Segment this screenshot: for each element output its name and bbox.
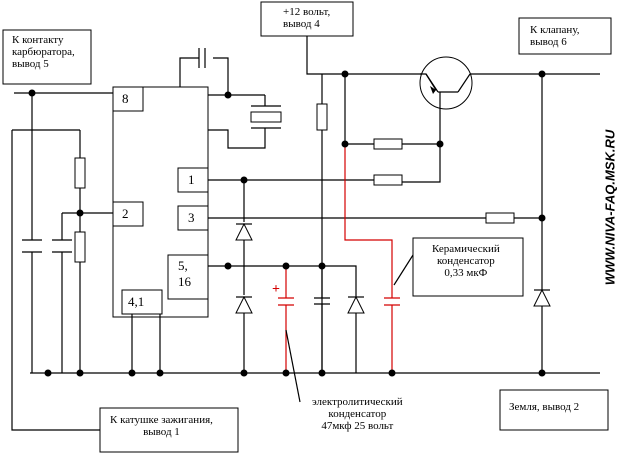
pin-516-label: 5, 16 bbox=[178, 258, 191, 289]
pin-2-box bbox=[112, 201, 144, 227]
resistor-r4 bbox=[373, 138, 403, 150]
pin-1-box bbox=[177, 167, 209, 193]
plus12-box bbox=[260, 1, 354, 37]
capacitor-left2 bbox=[52, 239, 72, 253]
ceramic-capacitor bbox=[344, 144, 400, 373]
pin-41-box bbox=[121, 289, 163, 315]
polarity-plus: + bbox=[272, 282, 280, 297]
carb-contact-box bbox=[2, 29, 92, 85]
coil-wire bbox=[11, 129, 100, 431]
ground-box bbox=[499, 389, 609, 431]
carb-contact-label: К контакту карбюратора, вывод 5 bbox=[12, 34, 75, 70]
resistor-r3 bbox=[316, 103, 328, 131]
pin-8-label: 8 bbox=[122, 91, 129, 106]
plus12-label: +12 вольт, вывод 4 bbox=[283, 6, 331, 30]
ceramic-leader bbox=[393, 254, 414, 286]
ignition-coil-label: К катушке зажигания, вывод 1 bbox=[110, 414, 213, 438]
electrolytic-label: электролитический конденсатор 47мкф 25 в… bbox=[312, 396, 403, 432]
pin-8-box bbox=[112, 86, 144, 112]
resistor-r2 bbox=[74, 231, 86, 263]
diode-d2 bbox=[235, 295, 253, 314]
capacitor-top bbox=[198, 48, 206, 68]
resistor-r6 bbox=[485, 212, 515, 224]
electrolytic-leader bbox=[285, 329, 301, 403]
capacitor-small bbox=[314, 266, 330, 373]
diode-right bbox=[533, 288, 551, 307]
junction-dots bbox=[28, 70, 546, 377]
ceramic-label: Керамический конденсатор 0,33 мкФ bbox=[432, 243, 500, 279]
pin-41-label: 4,1 bbox=[128, 294, 145, 309]
ceramic-note-box bbox=[412, 237, 524, 297]
crystal bbox=[250, 111, 282, 123]
diode-d1 bbox=[235, 222, 253, 241]
pin-3-label: 3 bbox=[188, 210, 195, 225]
capacitor-left bbox=[22, 239, 42, 253]
pin-2-label: 2 bbox=[122, 206, 129, 221]
valve-label: К клапану, вывод 6 bbox=[530, 24, 580, 48]
valve-box bbox=[518, 17, 612, 55]
website-watermark: WWW.NIVA-FAQ.MSK.RU bbox=[602, 129, 618, 286]
resistor-r5 bbox=[373, 174, 403, 186]
plus12-rail bbox=[306, 36, 600, 75]
ignition-coil-box bbox=[99, 407, 239, 453]
diode-d3 bbox=[347, 295, 365, 314]
pin-1-label: 1 bbox=[188, 172, 195, 187]
resistor-r1 bbox=[74, 157, 86, 189]
pin-516-box bbox=[167, 254, 209, 300]
electrolytic-capacitor bbox=[278, 266, 294, 373]
transistor bbox=[419, 56, 473, 110]
ground-label: Земля, вывод 2 bbox=[509, 401, 580, 413]
